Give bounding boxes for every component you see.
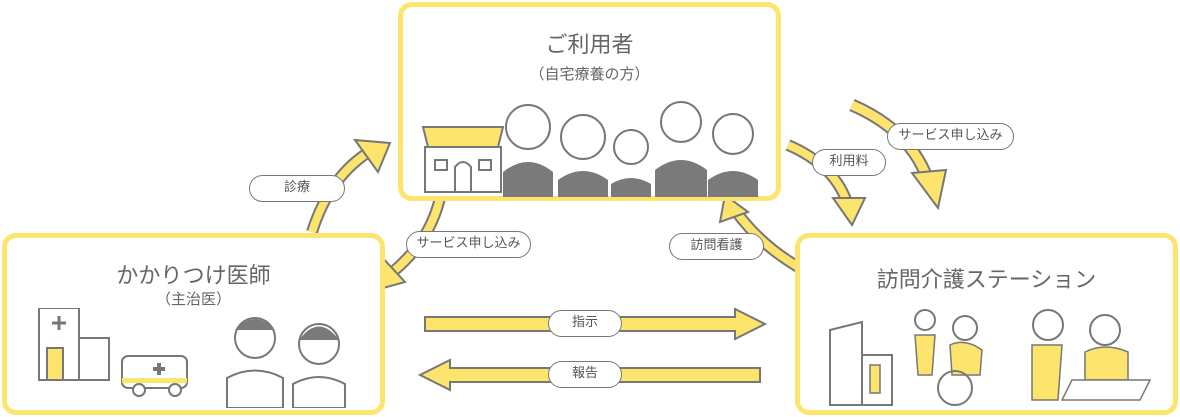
house-icon xyxy=(421,126,505,193)
meal-assistance-icon xyxy=(1031,309,1152,401)
label-service-request-station: サービス申し込み xyxy=(887,123,1014,150)
node-user: ご利用者 （自宅療養の方） xyxy=(398,2,781,201)
node-doctor: かかりつけ医師 （主治医） xyxy=(2,233,385,415)
label-fee: 利用料 xyxy=(812,149,886,176)
family-members-icon xyxy=(503,101,758,197)
user-subtitle: （自宅療養の方） xyxy=(529,65,650,83)
clinic-illustration xyxy=(38,308,346,408)
care-illustration xyxy=(829,309,1152,406)
hospital-icon xyxy=(38,308,110,381)
building-icon xyxy=(829,320,893,406)
station-title: 訪問介護ステーション xyxy=(876,268,1097,293)
node-station: 訪問介護ステーション xyxy=(795,233,1178,415)
label-consultation: 診療 xyxy=(249,175,345,202)
label-visiting-nursing: 訪問看護 xyxy=(669,233,764,260)
wheelchair-care-icon xyxy=(914,309,983,406)
family-illustration xyxy=(421,101,758,197)
user-title: ご利用者 xyxy=(545,33,634,58)
doctor-subtitle: （主治医） xyxy=(155,290,231,308)
doctors-icon xyxy=(226,317,346,408)
ambulance-icon xyxy=(121,355,188,397)
label-instruction: 指示 xyxy=(548,310,622,337)
label-report: 報告 xyxy=(548,361,622,388)
doctor-title: かかりつけ医師 xyxy=(116,264,271,289)
arrow-visiting-nursing xyxy=(718,193,804,274)
label-service-request-doctor: サービス申し込み xyxy=(406,231,531,258)
